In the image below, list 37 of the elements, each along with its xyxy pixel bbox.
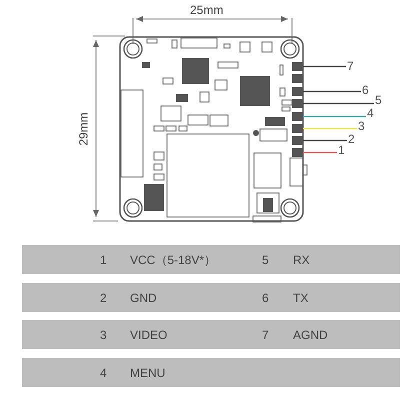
leader-line <box>303 128 357 130</box>
pin-name: MENU <box>130 366 166 380</box>
dimension-label: 29mm <box>76 112 91 146</box>
pin-pad <box>292 136 303 145</box>
leader-line <box>303 66 346 68</box>
pin-name: AGND <box>293 328 328 342</box>
callout-number: 1 <box>338 144 345 156</box>
pin-name: RX <box>293 253 310 267</box>
callout-number: 7 <box>347 60 354 72</box>
leader-line <box>303 152 337 154</box>
pin-pad <box>292 124 303 133</box>
callout-number: 3 <box>358 120 365 132</box>
pin-number: 4 <box>100 366 107 380</box>
pin-number: 1 <box>100 253 107 267</box>
pin-name: VIDEO <box>130 328 168 342</box>
leader-line <box>303 90 361 92</box>
callout-number: 4 <box>367 107 374 119</box>
pin-pad <box>292 112 303 121</box>
leader-line <box>303 140 347 142</box>
callout-number: 5 <box>375 94 382 106</box>
pin-pad <box>292 87 303 96</box>
callout-number: 6 <box>362 84 369 96</box>
pin-number: 2 <box>100 290 107 304</box>
pin-pad <box>292 148 303 157</box>
leader-line <box>303 102 374 104</box>
pin-number: 3 <box>100 328 107 342</box>
dimension-label: 25mm <box>190 3 224 17</box>
pin-name: VCC（5-18V*） <box>130 253 216 267</box>
pin-pad <box>292 99 303 108</box>
pin-number: 7 <box>262 328 269 342</box>
callout-number: 2 <box>348 133 355 145</box>
pin-name: TX <box>293 290 308 304</box>
leader-line <box>303 116 366 118</box>
pin-pad <box>292 62 303 71</box>
pin-number: 5 <box>262 253 269 267</box>
pin-number: 6 <box>262 290 269 304</box>
pin-name: GND <box>130 290 157 304</box>
